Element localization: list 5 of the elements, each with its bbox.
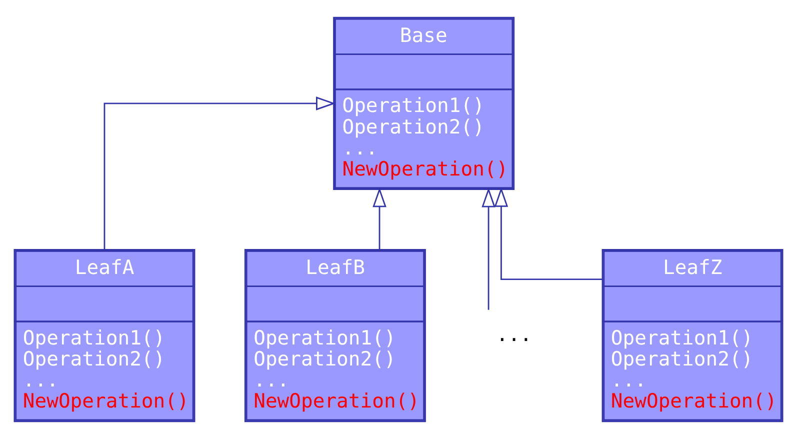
- arrow: [494, 187, 602, 280]
- arrow: [482, 188, 496, 310]
- arrow: [372, 187, 386, 250]
- arrow: [104, 96, 336, 250]
- node-text: ...: [496, 322, 532, 346]
